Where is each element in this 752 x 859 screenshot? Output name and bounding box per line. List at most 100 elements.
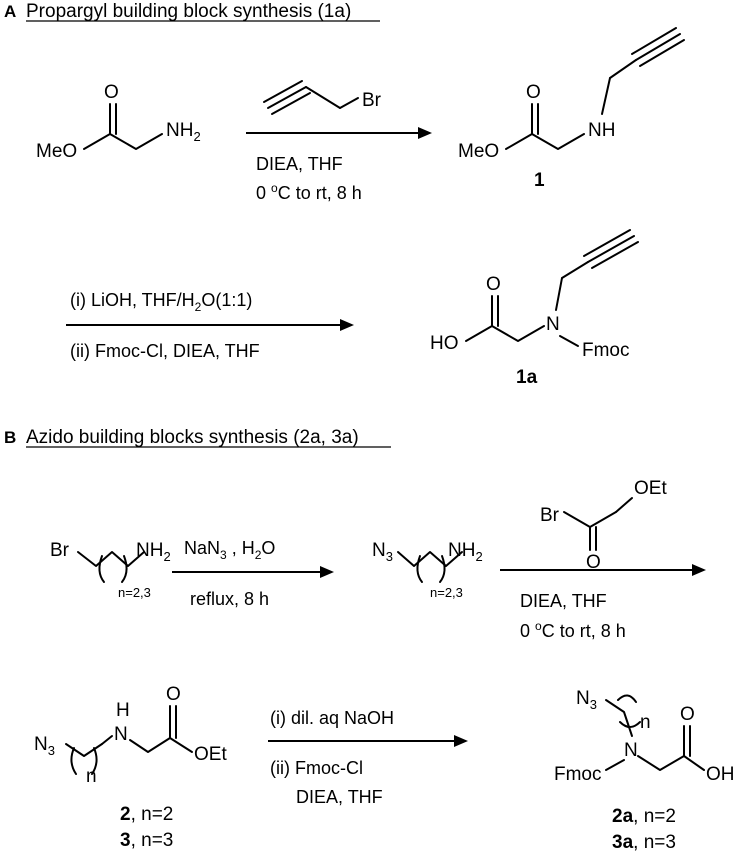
arrow-head bbox=[340, 319, 354, 331]
n-label: N bbox=[624, 740, 638, 761]
repeat-bracket-left bbox=[70, 747, 77, 775]
condition-a1-line1: DIEA, THF bbox=[256, 154, 343, 174]
arrow-head bbox=[692, 564, 706, 576]
n-label: N bbox=[546, 314, 560, 335]
reaction-arrow-a1 bbox=[246, 127, 432, 139]
reaction-arrow-a2 bbox=[66, 319, 354, 331]
nh2-label: NH2 bbox=[136, 540, 171, 564]
n-index-label: n bbox=[86, 766, 97, 787]
compound-1a: HO O N Fmoc 1a bbox=[430, 229, 639, 388]
br-label: Br bbox=[540, 505, 560, 526]
n-index-label: n bbox=[640, 712, 651, 733]
alkyne-bond-2 bbox=[271, 92, 311, 115]
compound-2a-3a: N3 n N Fmoc O OH 2a, n=2 3a, n=3 bbox=[554, 688, 735, 853]
carbonyl-o-label: O bbox=[680, 704, 695, 725]
arrow-head bbox=[418, 127, 432, 139]
condition-b1-line1: NaN3 , H2O bbox=[184, 538, 275, 562]
repeat-bracket-right bbox=[121, 555, 128, 583]
methyl-glycinate: MeO O NH2 bbox=[36, 82, 201, 162]
backbone-bonds bbox=[465, 325, 545, 342]
backbone-bonds bbox=[505, 133, 585, 150]
nh2-label: NH2 bbox=[166, 120, 201, 144]
n-ch2-bond bbox=[601, 77, 611, 115]
section-b-title: Azido building blocks synthesis (2a, 3a) bbox=[26, 427, 359, 448]
compound-3a-label: 3a, n=3 bbox=[612, 832, 676, 853]
section-b-letter: B bbox=[4, 428, 16, 447]
reaction-arrow-b2 bbox=[500, 564, 706, 576]
backbone-bonds bbox=[83, 133, 163, 150]
arrow-head bbox=[454, 735, 468, 747]
ester-o-bond bbox=[169, 737, 193, 753]
carbonyl-o-label: O bbox=[526, 82, 541, 103]
condition-b3-line2: (ii) Fmoc-Cl bbox=[270, 758, 363, 778]
br-label: Br bbox=[50, 540, 70, 561]
backbone-bonds bbox=[129, 737, 171, 753]
propargyl-bromide: Br bbox=[263, 80, 382, 115]
nh2-label: NH2 bbox=[448, 540, 483, 564]
section-b-header: B Azido building blocks synthesis (2a, 3… bbox=[4, 427, 391, 448]
n3-label: N3 bbox=[372, 540, 393, 564]
compound-3-label: 3, n=3 bbox=[120, 830, 173, 851]
n-fmoc-bond bbox=[559, 335, 579, 347]
condition-b2-line1: DIEA, THF bbox=[520, 591, 607, 611]
condition-a2-line1: (i) LiOH, THF/H2O(1:1) bbox=[70, 290, 252, 314]
carbonyl-o-label: O bbox=[104, 82, 119, 103]
n-range-label: n=2,3 bbox=[430, 585, 463, 600]
condition-a1-line2: 0 oC to rt, 8 h bbox=[256, 181, 362, 203]
c-n-bond bbox=[101, 735, 113, 745]
n-range-label: n=2,3 bbox=[118, 585, 151, 600]
bromoalkylamine: Br NH2 n=2,3 bbox=[50, 540, 171, 600]
repeat-bracket-left bbox=[416, 555, 423, 583]
fmoc-label: Fmoc bbox=[582, 340, 630, 361]
repeat-bracket-right bbox=[439, 555, 446, 583]
n-ch2-bond bbox=[555, 277, 563, 311]
condition-b3-line1: (i) dil. aq NaOH bbox=[270, 708, 394, 728]
alkyne-bond-2 bbox=[639, 39, 685, 67]
meo-label: MeO bbox=[36, 141, 77, 162]
oh-label: OH bbox=[706, 764, 735, 785]
section-a-letter: A bbox=[4, 2, 16, 21]
compound-1-id: 1 bbox=[534, 170, 545, 191]
reaction-arrow-b3 bbox=[268, 735, 468, 747]
alkyne-bond-3 bbox=[583, 229, 631, 257]
condition-a2-line2: (ii) Fmoc-Cl, DIEA, THF bbox=[70, 341, 260, 361]
meo-label: MeO bbox=[458, 141, 499, 162]
carbonyl-o-label: O bbox=[166, 684, 181, 705]
condition-b1-line2: reflux, 8 h bbox=[190, 589, 269, 609]
ch2-bond bbox=[305, 86, 341, 109]
repeat-bracket-top bbox=[617, 694, 637, 703]
oet-label: OEt bbox=[634, 478, 667, 499]
compound-2a-label: 2a, n=2 bbox=[612, 806, 676, 827]
alkyne-bond-1 bbox=[587, 235, 635, 263]
alkyne-bond-3 bbox=[263, 80, 303, 103]
acid-o-bond bbox=[683, 755, 705, 771]
chain-bonds bbox=[77, 551, 145, 567]
ch2-alkyne-bond bbox=[561, 261, 589, 279]
fmoc-label: Fmoc bbox=[554, 764, 602, 785]
compound-1: MeO O NH 1 bbox=[458, 27, 685, 191]
repeat-bracket-right bbox=[91, 747, 98, 775]
arrow-head bbox=[320, 566, 334, 578]
compound-1a-id: 1a bbox=[516, 367, 538, 388]
chain-bonds bbox=[605, 699, 633, 737]
backbone-bonds bbox=[563, 511, 617, 528]
n-fmoc-bond bbox=[605, 759, 625, 771]
oet-label: OEt bbox=[194, 744, 227, 765]
ethyl-bromoacetate: Br OEt O bbox=[540, 478, 667, 573]
compound-2-label: 2, n=2 bbox=[120, 804, 173, 825]
nh-label: NH bbox=[588, 120, 615, 141]
ho-label: HO bbox=[430, 333, 459, 354]
chain-bonds bbox=[65, 743, 103, 757]
alkyne-bond-1 bbox=[635, 33, 681, 61]
ch2-alkyne-bond bbox=[609, 59, 637, 79]
alkyne-bond-3 bbox=[631, 27, 677, 55]
br-label: Br bbox=[362, 90, 382, 111]
chain-bonds bbox=[397, 551, 463, 567]
backbone-bonds bbox=[637, 755, 685, 771]
condition-b3-line3: DIEA, THF bbox=[296, 787, 383, 807]
condition-b2-line2: 0 oC to rt, 8 h bbox=[520, 619, 626, 641]
alkyne-bond-2 bbox=[591, 241, 639, 269]
nh-h-label: H bbox=[116, 700, 130, 721]
nh-n-label: N bbox=[114, 724, 128, 745]
carbonyl-o-label: O bbox=[486, 274, 501, 295]
